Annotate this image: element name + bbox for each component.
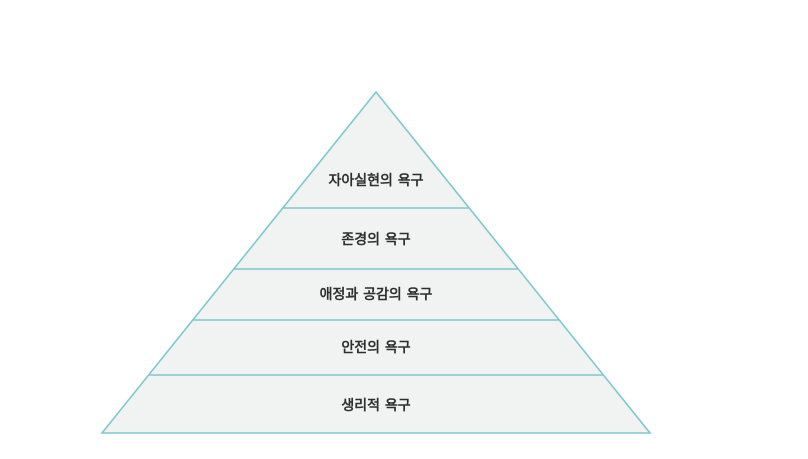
level-label-physiological: 생리적 욕구 xyxy=(341,397,410,414)
level-label-self-actualization: 자아실현의 욕구 xyxy=(328,172,423,189)
level-label-esteem: 존경의 욕구 xyxy=(341,231,410,248)
level-label-love-belonging: 애정과 공감의 욕구 xyxy=(320,286,433,303)
pyramid-shape xyxy=(100,90,652,434)
level-label-safety: 안전의 욕구 xyxy=(341,339,410,356)
